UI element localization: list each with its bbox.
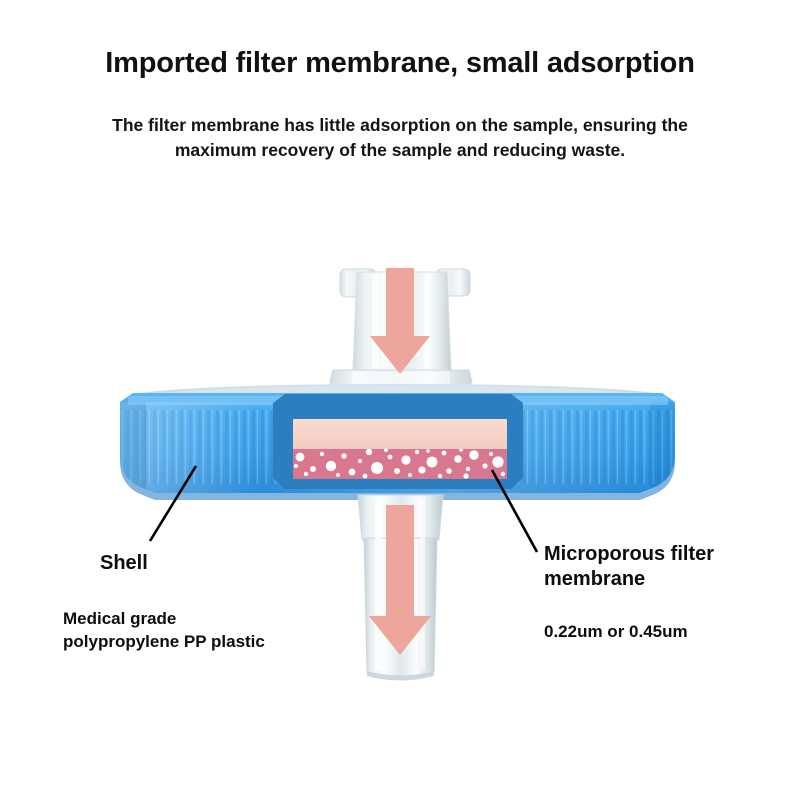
flow-arrow-top	[370, 268, 430, 374]
callout-membrane-detail: 0.22um or 0.45um	[544, 622, 688, 641]
callout-shell-title: Shell	[100, 552, 148, 574]
leader-line-membrane	[490, 469, 539, 553]
leader-line-shell	[148, 465, 198, 542]
page-subtitle: The filter membrane has little adsorptio…	[112, 115, 688, 160]
cutaway-window	[273, 394, 523, 489]
flow-arrow-bottom	[369, 505, 431, 655]
callout-membrane-title: Microporous filter membrane	[544, 542, 784, 592]
callout-shell-detail-line1: Medical grade	[63, 609, 177, 628]
callout-shell-detail: Medical grade polypropylene PP plastic	[63, 607, 265, 653]
callout-shell-detail-line2: polypropylene PP plastic	[63, 632, 265, 651]
callout-membrane-title-line1: Microporous filter	[544, 543, 715, 565]
page-title: Imported filter membrane, small adsorpti…	[105, 47, 695, 79]
callout-membrane-title-line2: membrane	[544, 568, 646, 590]
microporous-membrane	[293, 419, 507, 479]
